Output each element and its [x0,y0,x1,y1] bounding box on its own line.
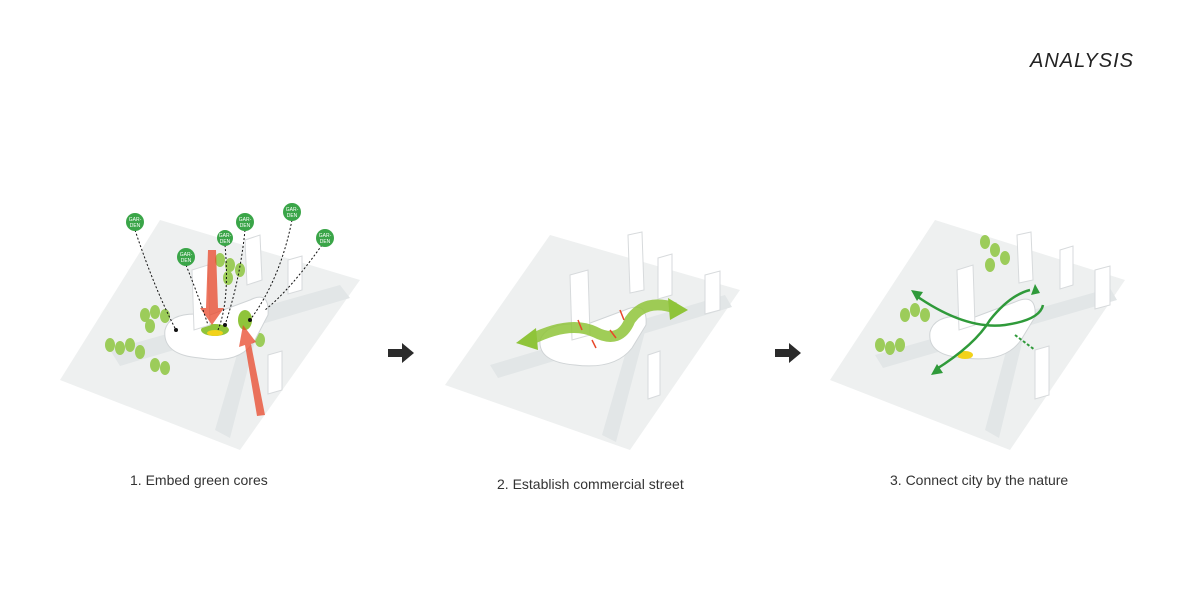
leader-lines [134,219,323,331]
diagram-connect-city [805,180,1125,460]
red-arrow [239,325,265,416]
garden-bubble: GAR- DEN [316,229,334,247]
garden-bubble: GAR- DEN [283,203,301,221]
tower [287,255,303,295]
tower [956,264,976,331]
svg-text:DEN: DEN [320,239,331,245]
arrow-head [931,364,943,375]
arrow-head [1031,284,1040,295]
svg-text:GAR-: GAR- [239,217,252,223]
step-caption: 3. Connect city by the nature [890,472,1069,488]
tower [627,231,645,294]
svg-text:DEN: DEN [287,213,298,219]
svg-text:GAR-: GAR- [180,252,193,258]
tower [657,253,673,300]
svg-text:DEN: DEN [130,223,141,229]
site-model-3 [830,220,1125,450]
svg-text:DEN: DEN [240,223,251,229]
tree-cluster [105,253,265,375]
site-model-1: GAR- DEN GAR- DEN GAR- DEN GAR- DEN GAR-… [60,203,360,450]
tower [704,270,721,315]
svg-text:DEN: DEN [181,258,192,264]
dashed-arrow [1014,334,1036,351]
svg-text:GAR-: GAR- [319,233,332,239]
right-arrow-icon [388,343,414,363]
red-arrow [200,250,224,325]
arrow-head [516,328,538,350]
diagram-commercial-street [420,180,740,460]
arrow-head [911,290,923,301]
tower [1094,265,1111,310]
road [602,320,647,442]
tower [1034,345,1050,400]
right-arrow-icon [775,343,801,363]
tower [267,350,283,395]
tower [244,234,263,286]
svg-text:GAR-: GAR- [129,217,142,223]
step-caption: 2. Establish commercial street [497,476,684,492]
nature-connection-arrows [914,288,1045,372]
yellow-core [207,330,223,336]
garden-bubble: GAR- DEN [217,230,233,246]
garden-bubble: GAR- DEN [236,213,254,231]
tree-cluster [875,235,1010,355]
leader-dot [223,323,227,327]
leader-dot [174,328,178,332]
arrow-head [668,298,688,320]
leader-dot [248,318,252,322]
tower [1016,231,1034,284]
page-title: ANALYSIS [1030,50,1134,72]
step-caption: 1. Embed green cores [130,472,268,488]
svg-text:GAR-: GAR- [219,233,232,239]
site-model-2 [445,231,740,450]
garden-bubble: GAR- DEN [177,248,195,266]
garden-bubble: GAR- DEN [126,213,144,231]
green-core [238,310,252,330]
svg-text:DEN: DEN [220,239,231,245]
tower [647,350,661,400]
diagram-embed-green-cores: GAR- DEN GAR- DEN GAR- DEN GAR- DEN GAR-… [40,180,360,460]
red-markers [577,309,625,349]
svg-text:GAR-: GAR- [286,207,299,213]
tower [1059,245,1074,290]
